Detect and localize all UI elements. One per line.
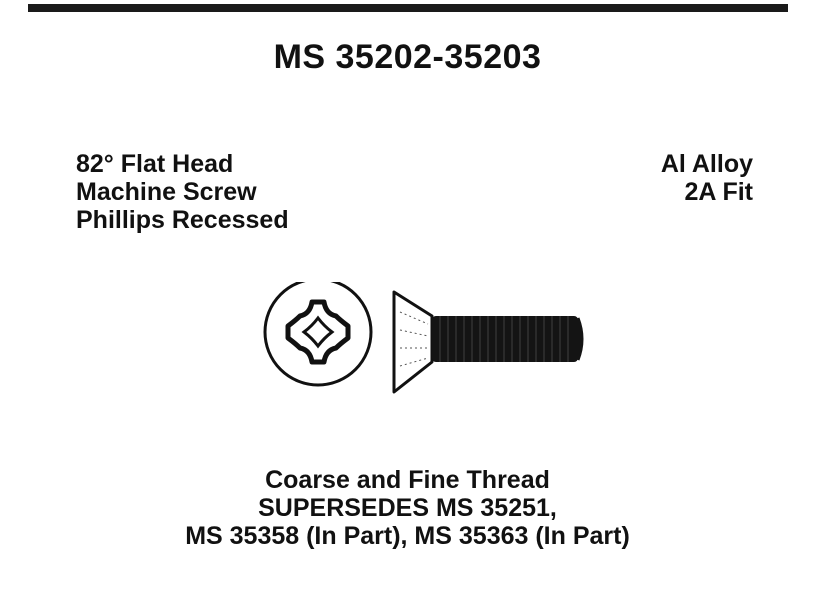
phillips-head-top-view-icon	[263, 277, 373, 387]
screw-figure	[260, 277, 600, 402]
top-rule	[28, 4, 788, 12]
screw-description: 82° Flat Head Machine Screw Phillips Rec…	[76, 150, 289, 234]
supersedes-line: MS 35358 (In Part), MS 35363 (In Part)	[185, 522, 630, 550]
thread-notes: Coarse and Fine Thread SUPERSEDES MS 352…	[0, 466, 815, 550]
material-line: Al Alloy	[660, 150, 753, 178]
page-title: MS 35202-35203	[273, 38, 542, 76]
flat-head-screw-side-view-icon	[392, 290, 584, 394]
notes-line: Coarse and Fine Thread	[265, 466, 550, 494]
description-line: Phillips Recessed	[76, 206, 289, 234]
description-line: 82° Flat Head	[76, 150, 234, 178]
supersedes-line: SUPERSEDES MS 35251,	[258, 494, 557, 522]
description-line: Machine Screw	[76, 178, 257, 206]
fit-line: 2A Fit	[684, 178, 753, 206]
material-spec: Al Alloy 2A Fit	[661, 150, 753, 206]
